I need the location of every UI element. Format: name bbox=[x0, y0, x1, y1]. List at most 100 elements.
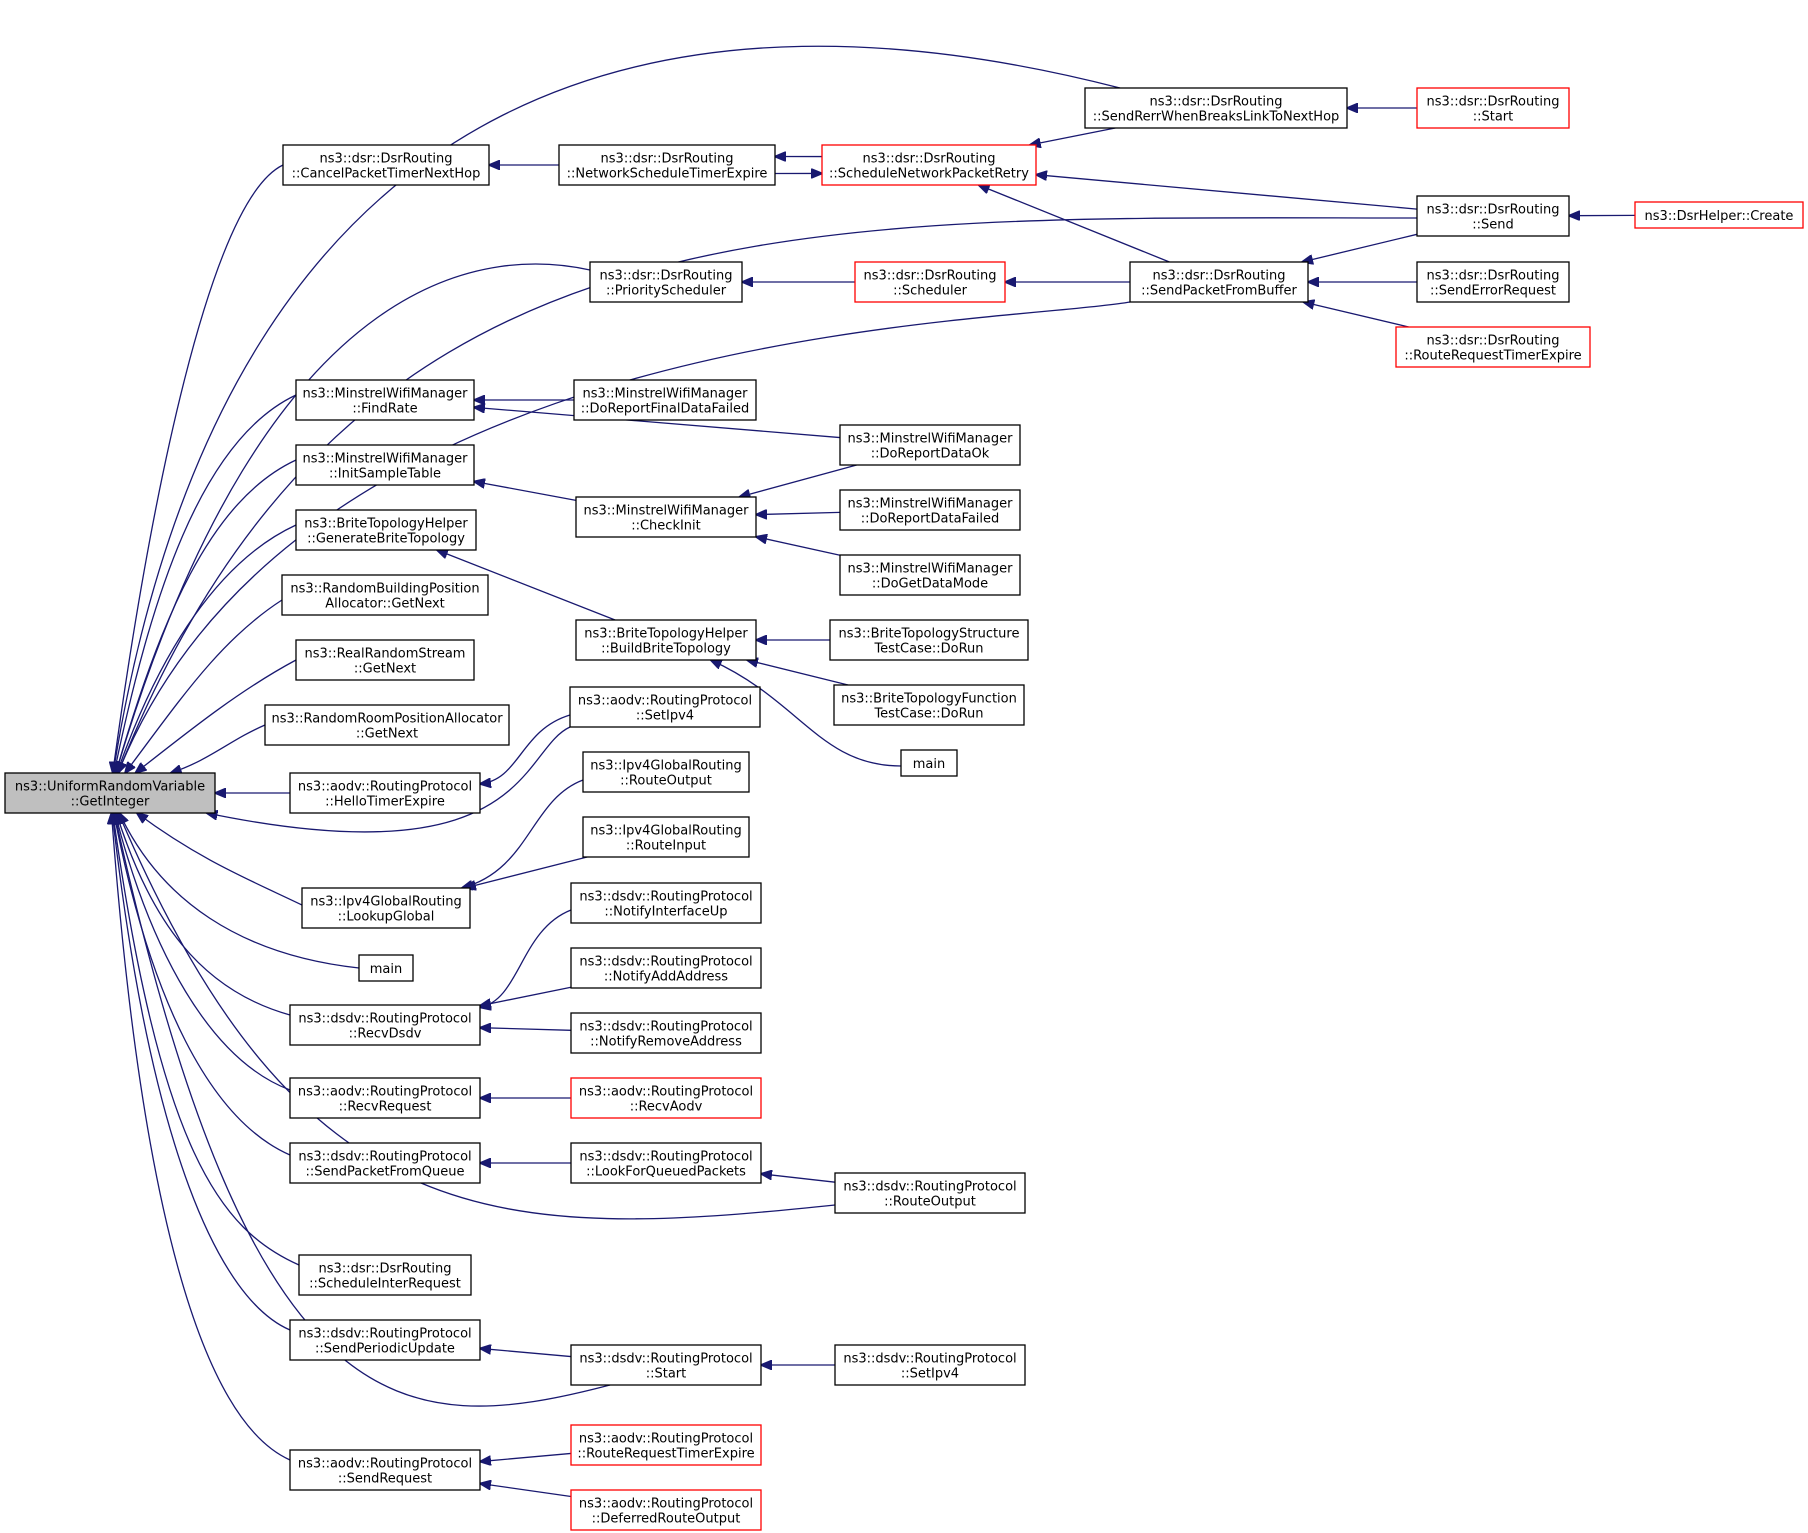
node-netsched[interactable]: ns3::dsr::DsrRouting::NetworkScheduleTim… bbox=[558, 144, 776, 186]
node-label-line: ::ScheduleInterRequest bbox=[309, 1277, 461, 1292]
node-box bbox=[295, 639, 475, 681]
node-main1[interactable]: main bbox=[900, 749, 958, 777]
node-label-line: ns3::dsdv::RoutingProtocol bbox=[579, 955, 752, 970]
node-cancel[interactable]: ns3::dsr::DsrRouting::CancelPacketTimerN… bbox=[282, 144, 490, 186]
node-lookup[interactable]: ns3::Ipv4GlobalRouting::LookupGlobal bbox=[301, 887, 471, 929]
node-dgdm[interactable]: ns3::MinstrelWifiManager::DoGetDataMode bbox=[839, 554, 1021, 596]
node-label-line: ::SetIpv4 bbox=[636, 709, 694, 724]
node-box bbox=[289, 1142, 481, 1184]
node-label-line: ns3::MinstrelWifiManager bbox=[583, 504, 749, 519]
node-buildbt[interactable]: ns3::BriteTopologyHelper::BuildBriteTopo… bbox=[575, 619, 757, 661]
node-rrs[interactable]: ns3::RealRandomStream::GetNext bbox=[295, 639, 475, 681]
edge-dgdm-to-checkinit bbox=[756, 537, 841, 556]
node-dsdvro[interactable]: ns3::dsdv::RoutingProtocol::RouteOutput bbox=[834, 1172, 1026, 1214]
node-box bbox=[1416, 195, 1570, 237]
node-box bbox=[570, 1142, 762, 1184]
node-aodvsetipv4[interactable]: ns3::aodv::RoutingProtocol::SetIpv4 bbox=[569, 686, 761, 728]
node-hello[interactable]: ns3::aodv::RoutingProtocol::HelloTimerEx… bbox=[289, 772, 481, 814]
edge-niu-to-recvdsdv bbox=[480, 909, 572, 1007]
node-label-line: ::SendRerrWhenBreaksLinkToNextHop bbox=[1093, 110, 1340, 125]
node-ipv4ro[interactable]: ns3::Ipv4GlobalRouting::RouteOutput bbox=[582, 751, 750, 793]
node-nra[interactable]: ns3::dsdv::RoutingProtocol::NotifyRemove… bbox=[570, 1012, 762, 1054]
node-label-line: ::SendErrorRequest bbox=[1430, 284, 1556, 299]
node-main2[interactable]: main bbox=[358, 954, 414, 982]
node-label-line: ::Scheduler bbox=[893, 284, 967, 299]
node-label-line: ::SendPacketFromQueue bbox=[306, 1165, 465, 1180]
edge-recvreq-to-root bbox=[115, 813, 291, 1091]
node-spfb[interactable]: ns3::dsr::DsrRouting::SendPacketFromBuff… bbox=[1129, 261, 1309, 303]
edge-priosched-to-root bbox=[116, 263, 591, 773]
edge-nra-to-recvdsdv bbox=[480, 1028, 572, 1031]
node-initst[interactable]: ns3::MinstrelWifiManager::InitSampleTabl… bbox=[295, 444, 475, 486]
node-priosched[interactable]: ns3::dsr::DsrRouting::PriorityScheduler bbox=[589, 261, 743, 303]
node-findrate[interactable]: ns3::MinstrelWifiManager::FindRate bbox=[295, 379, 475, 421]
node-niu[interactable]: ns3::dsdv::RoutingProtocol::NotifyInterf… bbox=[570, 882, 762, 924]
node-sendrerr[interactable]: ns3::dsr::DsrRouting::SendRerrWhenBreaks… bbox=[1084, 87, 1348, 129]
node-recvreq[interactable]: ns3::aodv::RoutingProtocol::RecvRequest bbox=[289, 1077, 481, 1119]
node-root[interactable]: ns3::UniformRandomVariable::GetInteger bbox=[4, 772, 216, 814]
node-ipv4ri[interactable]: ns3::Ipv4GlobalRouting::RouteInput bbox=[582, 816, 750, 858]
node-box bbox=[4, 772, 216, 814]
node-label-line: ::GetInteger bbox=[71, 795, 150, 810]
edge-ipv4ro-to-lookup bbox=[462, 779, 584, 888]
edge-buildbt-to-genbt bbox=[437, 550, 616, 621]
node-label-line: ns3::aodv::RoutingProtocol bbox=[579, 1432, 753, 1447]
node-drfdf[interactable]: ns3::MinstrelWifiManager::DoReportFinalD… bbox=[573, 379, 757, 421]
node-drdf[interactable]: ns3::MinstrelWifiManager::DoReportDataFa… bbox=[839, 489, 1021, 531]
node-drdok[interactable]: ns3::MinstrelWifiManager::DoReportDataOk bbox=[839, 424, 1021, 466]
node-label-line: ns3::Ipv4GlobalRouting bbox=[310, 895, 461, 910]
node-label-line: ns3::dsdv::RoutingProtocol bbox=[843, 1352, 1016, 1367]
node-label-line: ns3::dsr::DsrRouting bbox=[1150, 95, 1283, 110]
node-sendreq[interactable]: ns3::aodv::RoutingProtocol::SendRequest bbox=[289, 1449, 481, 1491]
node-spfq[interactable]: ns3::dsdv::RoutingProtocol::SendPacketFr… bbox=[289, 1142, 481, 1184]
edge-ipv4ri-to-lookup bbox=[465, 856, 588, 888]
node-label-line: ns3::dsdv::RoutingProtocol bbox=[579, 890, 752, 905]
node-label-line: ::DoGetDataMode bbox=[872, 577, 988, 592]
node-rrte[interactable]: ns3::dsr::DsrRouting::RouteRequestTimerE… bbox=[1395, 326, 1591, 368]
node-recvaodv[interactable]: ns3::aodv::RoutingProtocol::RecvAodv bbox=[570, 1077, 762, 1119]
node-label-line: ::DoReportDataFailed bbox=[861, 512, 1000, 527]
node-dsrstart[interactable]: ns3::dsr::DsrRouting::Start bbox=[1416, 87, 1570, 129]
node-schedir[interactable]: ns3::dsr::DsrRouting::ScheduleInterReque… bbox=[298, 1254, 472, 1296]
node-schednpr[interactable]: ns3::dsr::DsrRouting::ScheduleNetworkPac… bbox=[821, 144, 1037, 186]
node-spu[interactable]: ns3::dsdv::RoutingProtocol::SendPeriodic… bbox=[289, 1319, 481, 1361]
node-label-line: ns3::aodv::RoutingProtocol bbox=[298, 1085, 472, 1100]
node-label-line: TestCase::DoRun bbox=[873, 707, 983, 722]
node-label-line: ns3::dsr::DsrRouting bbox=[863, 152, 996, 167]
node-recvdsdv[interactable]: ns3::dsdv::RoutingProtocol::RecvDsdv bbox=[289, 1004, 481, 1046]
node-box bbox=[1416, 261, 1570, 303]
node-checkinit[interactable]: ns3::MinstrelWifiManager::CheckInit bbox=[575, 496, 757, 538]
node-senderr[interactable]: ns3::dsr::DsrRouting::SendErrorRequest bbox=[1416, 261, 1570, 303]
node-label-line: ns3::Ipv4GlobalRouting bbox=[590, 759, 741, 774]
node-btfunc[interactable]: ns3::BriteTopologyFunctionTestCase::DoRu… bbox=[833, 684, 1025, 726]
node-label-line: ns3::aodv::RoutingProtocol bbox=[579, 1497, 753, 1512]
edge-main2-to-root bbox=[119, 813, 360, 969]
node-dsdvstart[interactable]: ns3::dsdv::RoutingProtocol::Start bbox=[570, 1344, 762, 1386]
node-genbt[interactable]: ns3::BriteTopologyHelper::GenerateBriteT… bbox=[295, 509, 477, 551]
node-dsrhelper[interactable]: ns3::DsrHelper::Create bbox=[1634, 201, 1804, 229]
node-aodvrrte[interactable]: ns3::aodv::RoutingProtocol::RouteRequest… bbox=[570, 1424, 762, 1466]
node-dro[interactable]: ns3::aodv::RoutingProtocol::DeferredRout… bbox=[570, 1489, 762, 1531]
node-scheduler[interactable]: ns3::dsr::DsrRouting::Scheduler bbox=[854, 261, 1006, 303]
node-naa[interactable]: ns3::dsdv::RoutingProtocol::NotifyAddAdd… bbox=[570, 947, 762, 989]
node-rbpa[interactable]: ns3::RandomBuildingPositionAllocator::Ge… bbox=[281, 574, 489, 616]
node-label-line: ::BuildBriteTopology bbox=[601, 642, 731, 657]
node-label-line: ::Send bbox=[1472, 218, 1514, 233]
node-btstruct[interactable]: ns3::BriteTopologyStructureTestCase::DoR… bbox=[829, 619, 1029, 661]
node-box bbox=[834, 1172, 1026, 1214]
node-dsrsend[interactable]: ns3::dsr::DsrRouting::Send bbox=[1416, 195, 1570, 237]
node-label-line: ::SendRequest bbox=[338, 1472, 432, 1487]
node-label-line: ::DoReportDataOk bbox=[871, 447, 990, 462]
node-label-line: ::RecvAodv bbox=[630, 1100, 703, 1115]
node-dsdvsetipv4[interactable]: ns3::dsdv::RoutingProtocol::SetIpv4 bbox=[834, 1344, 1026, 1386]
edge-genbt-to-root bbox=[117, 524, 297, 773]
node-label-line: ::PriorityScheduler bbox=[606, 284, 727, 299]
node-box bbox=[295, 379, 475, 421]
edge-drdok-to-checkinit bbox=[739, 464, 857, 497]
node-lfqp[interactable]: ns3::dsdv::RoutingProtocol::LookForQueue… bbox=[570, 1142, 762, 1184]
node-label-line: ns3::DsrHelper::Create bbox=[1645, 209, 1794, 224]
node-rrpa[interactable]: ns3::RandomRoomPositionAllocator::GetNex… bbox=[264, 704, 510, 746]
node-box bbox=[570, 1012, 762, 1054]
edge-naa-to-recvdsdv bbox=[480, 986, 572, 1005]
node-layer: ns3::UniformRandomVariable::GetIntegerns… bbox=[4, 87, 1804, 1531]
